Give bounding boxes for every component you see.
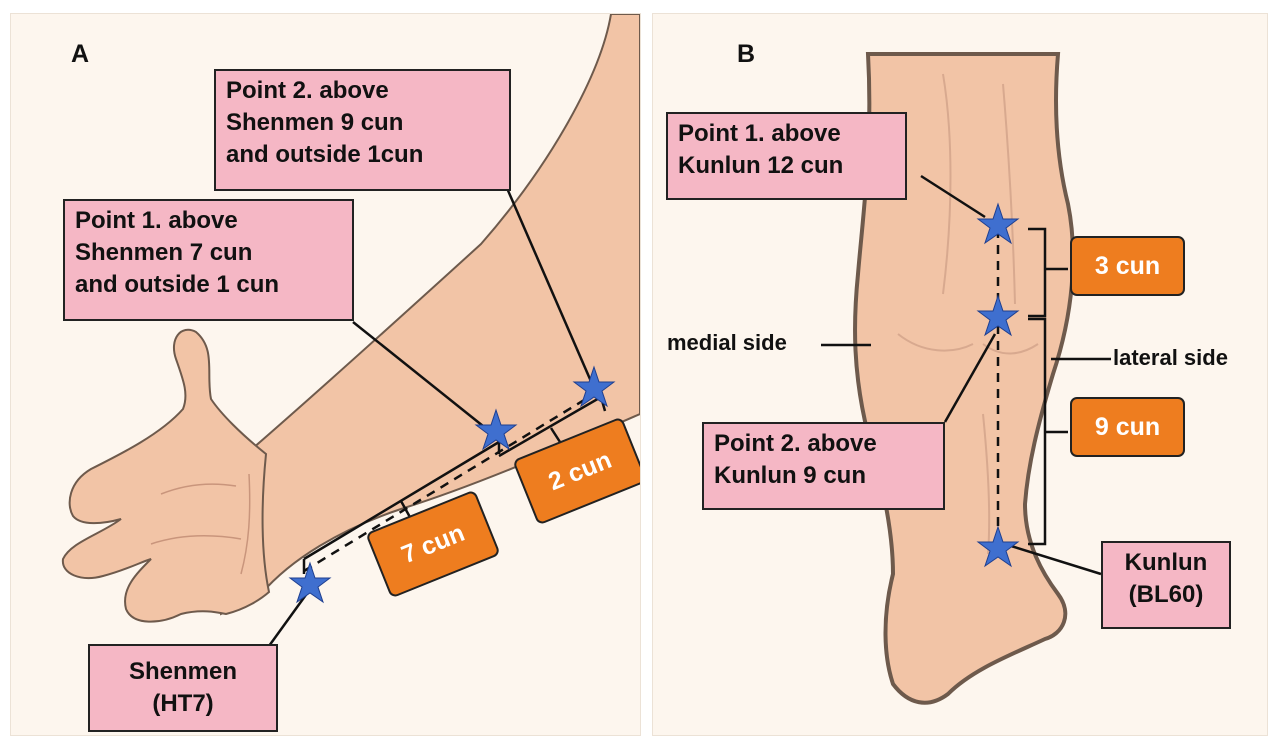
leader-shenmen bbox=[269, 592, 308, 646]
panel-letter-b: B bbox=[737, 40, 755, 69]
panel-a: A Point 2. above Shenmen 9 cun and outsi… bbox=[10, 13, 641, 736]
kunlun-label: Kunlun (BL60) bbox=[1101, 541, 1231, 629]
star-icon-shenmen bbox=[290, 563, 330, 602]
shenmen-label: Shenmen (HT7) bbox=[88, 644, 278, 732]
lateral-side-label: lateral side bbox=[1113, 345, 1228, 371]
panel-letter-a: A bbox=[71, 40, 89, 69]
hand-shape bbox=[63, 330, 269, 622]
point2-label-b: Point 2. above Kunlun 9 cun bbox=[702, 422, 945, 510]
measure-3cun: 3 cun bbox=[1070, 236, 1185, 296]
point2-label-a: Point 2. above Shenmen 9 cun and outside… bbox=[214, 69, 511, 191]
medial-side-label: medial side bbox=[667, 330, 787, 356]
measure-9cun: 9 cun bbox=[1070, 397, 1185, 457]
point1-label-b: Point 1. above Kunlun 12 cun bbox=[666, 112, 907, 200]
point1-label-a: Point 1. above Shenmen 7 cun and outside… bbox=[63, 199, 354, 321]
panel-b: B Point 1. above Kunlun 12 cun Point 2. … bbox=[652, 13, 1268, 736]
